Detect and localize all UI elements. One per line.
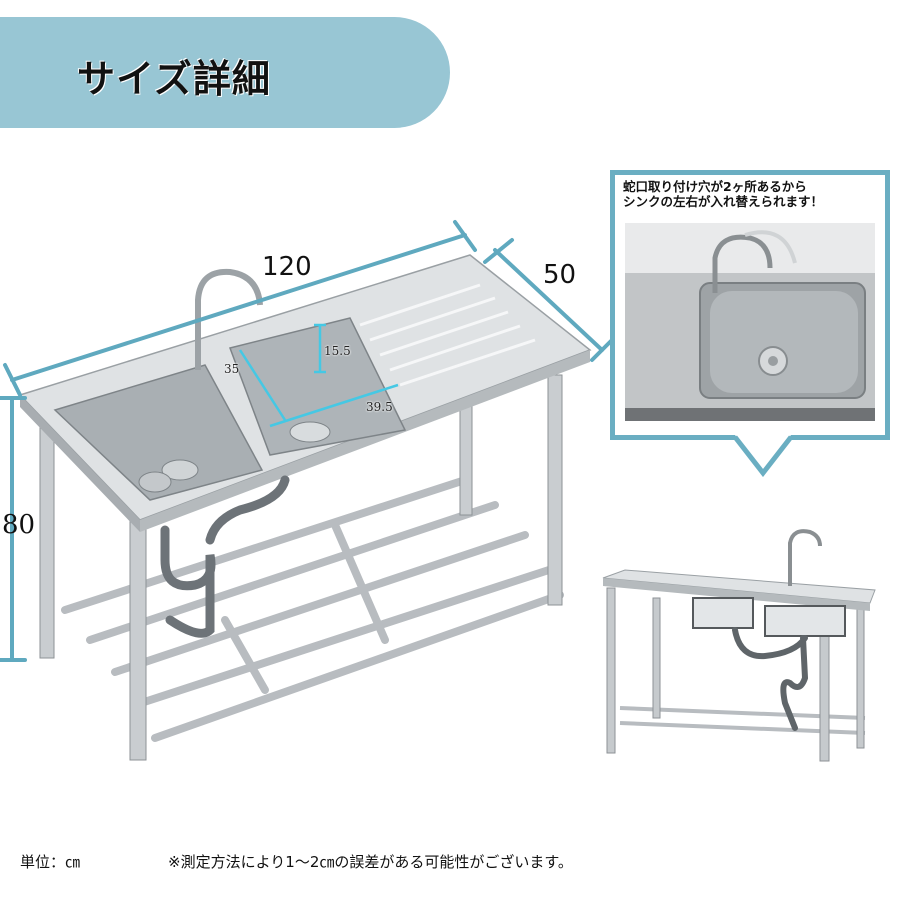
depth-label: 50 <box>543 260 577 290</box>
product-photo <box>602 529 876 762</box>
measurement-note: ※測定方法により1～2㎝の誤差がある可能性がございます。 <box>168 853 573 871</box>
callout-text: 蛇口取り付け穴が2ヶ所あるから シンクの左右が入れ替えられます！ <box>623 179 888 209</box>
unit-label: 単位：㎝ <box>20 853 81 871</box>
sink-closeup-photo <box>625 223 875 421</box>
callout-text-line2: シンクの左右が入れ替えられます！ <box>623 194 824 209</box>
dimension-lines <box>0 220 614 662</box>
header-banner <box>0 17 450 128</box>
callout-pointer <box>733 435 793 477</box>
basin-width-label: 39.5 <box>366 400 393 414</box>
left-basin <box>53 364 264 501</box>
basin-height-label: 15.5 <box>324 344 351 358</box>
faucet-hole-callout: 蛇口取り付け穴が2ヶ所あるから シンクの左右が入れ替えられます！ <box>610 170 890 440</box>
width-label: 120 <box>262 252 312 282</box>
right-basin <box>229 317 407 456</box>
basin-depth-label: 35 <box>224 362 240 376</box>
sink-illustration <box>0 220 614 761</box>
faucet <box>195 268 263 370</box>
callout-text-line1: 蛇口取り付け穴が2ヶ所あるから <box>623 179 807 194</box>
basin-dimension-lines <box>238 323 399 428</box>
footer: 単位：㎝ ※測定方法により1～2㎝の誤差がある可能性がございます。 <box>20 851 573 872</box>
height-label: 80 <box>2 510 36 540</box>
drain-pipe <box>160 475 290 638</box>
page-title: サイズ詳細 <box>77 57 271 101</box>
